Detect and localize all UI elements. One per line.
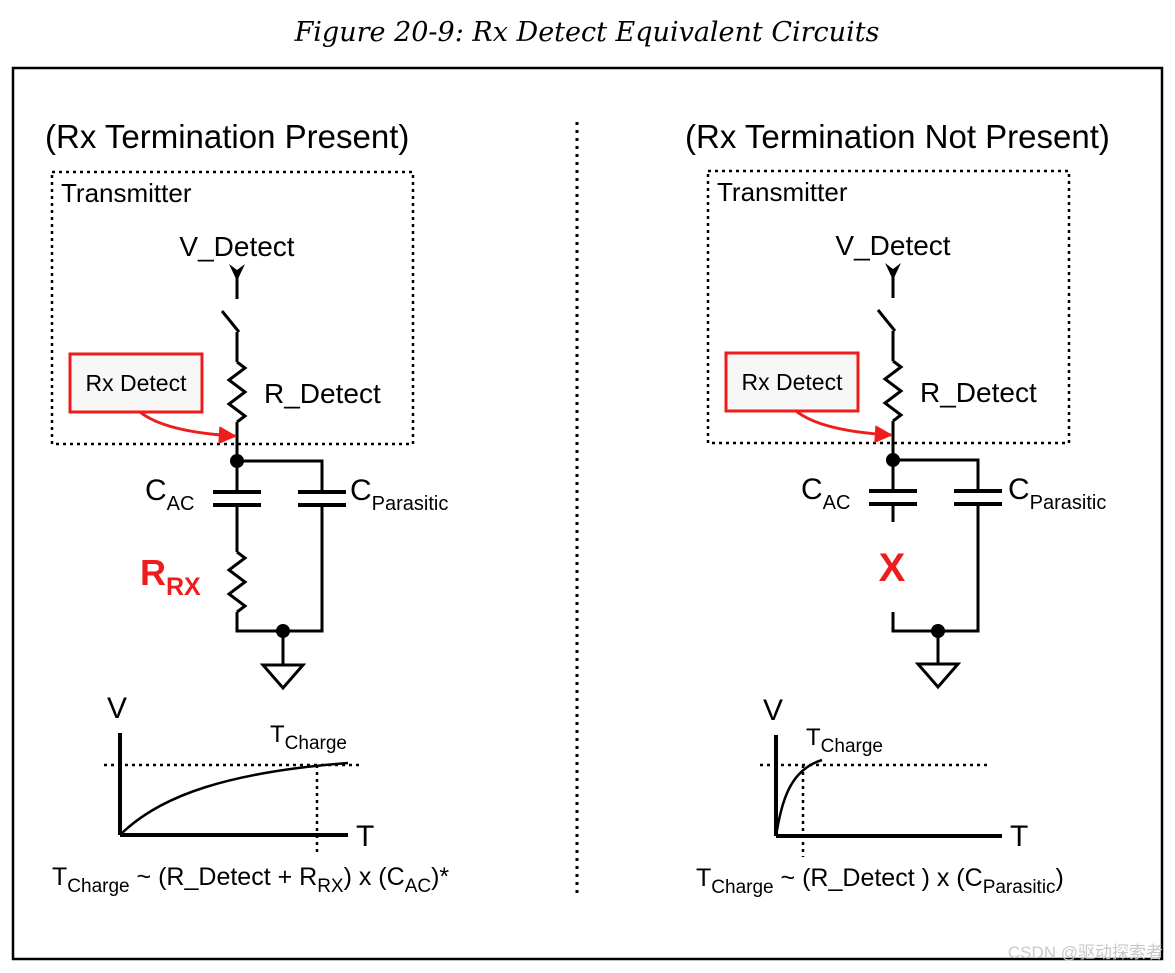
- right-cpar-label: CParasitic: [1008, 473, 1106, 514]
- right-wire-bottom: [891, 504, 980, 633]
- left-cac-label: CAC: [145, 474, 194, 515]
- right-rx-detect-box: [724, 351, 860, 413]
- left-rdetect-resistor-icon: [226, 360, 248, 424]
- left-formula: TCharge ~ (R_Detect + RRX) x (CAC)*: [52, 863, 449, 897]
- right-ground-icon: [914, 662, 962, 690]
- right-rdetect-resistor-icon: [882, 359, 904, 423]
- right-transmitter-label: Transmitter: [717, 177, 848, 207]
- left-rdetect-label: R_Detect: [264, 378, 381, 409]
- right-graph-charge-curve: [774, 758, 823, 837]
- left-rrx-resistor-icon: [226, 550, 248, 614]
- right-graph-tcharge-label: TCharge: [806, 724, 883, 757]
- left-graph-tcharge-label: TCharge: [270, 721, 347, 754]
- left-heading: (Rx Termination Present): [45, 118, 409, 155]
- right-graph-v-label: V: [763, 694, 783, 727]
- figure-title: Figure 20-9: Rx Detect Equivalent Circui…: [294, 17, 880, 48]
- left-cpar-label: CParasitic: [350, 474, 448, 515]
- left-graph-v-label: V: [107, 692, 127, 725]
- watermark: CSDN @驱动探索者: [1008, 943, 1163, 962]
- left-graph-t-label: T: [356, 820, 374, 853]
- right-switch-icon: [876, 309, 897, 332]
- right-rx-detect-arrow-icon: [795, 409, 893, 444]
- right-heading: (Rx Termination Not Present): [685, 118, 1110, 155]
- figure-frame: [11, 66, 1164, 961]
- right-graph-t-label: T: [1010, 820, 1028, 853]
- left-rx-detect-label: Rx Detect: [86, 370, 188, 396]
- left-rx-detect-box: [68, 352, 204, 414]
- right-open-mark: X: [879, 546, 906, 590]
- left-panel: (Rx Termination Present) Transmitter V_D…: [45, 118, 449, 897]
- right-panel: (Rx Termination Not Present) Transmitter…: [685, 118, 1110, 898]
- left-rrx-label: RRX: [140, 552, 201, 601]
- left-rx-detect-arrow-icon: [139, 410, 237, 445]
- left-vdetect-label: V_Detect: [179, 231, 294, 262]
- right-formula: TCharge ~ (R_Detect ) x (CParasitic): [696, 864, 1064, 898]
- right-wire-top: [893, 458, 980, 489]
- right-rx-detect-label: Rx Detect: [742, 369, 844, 395]
- left-wire-top: [237, 459, 324, 490]
- right-cac-label: CAC: [801, 473, 850, 514]
- left-transmitter-label: Transmitter: [61, 178, 192, 208]
- left-ground-icon: [259, 663, 307, 691]
- left-wire-bottom: [235, 505, 324, 633]
- right-rdetect-label: R_Detect: [920, 377, 1037, 408]
- right-vdetect-label: V_Detect: [835, 230, 950, 261]
- left-graph-charge-curve: [119, 761, 349, 836]
- left-switch-icon: [220, 310, 241, 333]
